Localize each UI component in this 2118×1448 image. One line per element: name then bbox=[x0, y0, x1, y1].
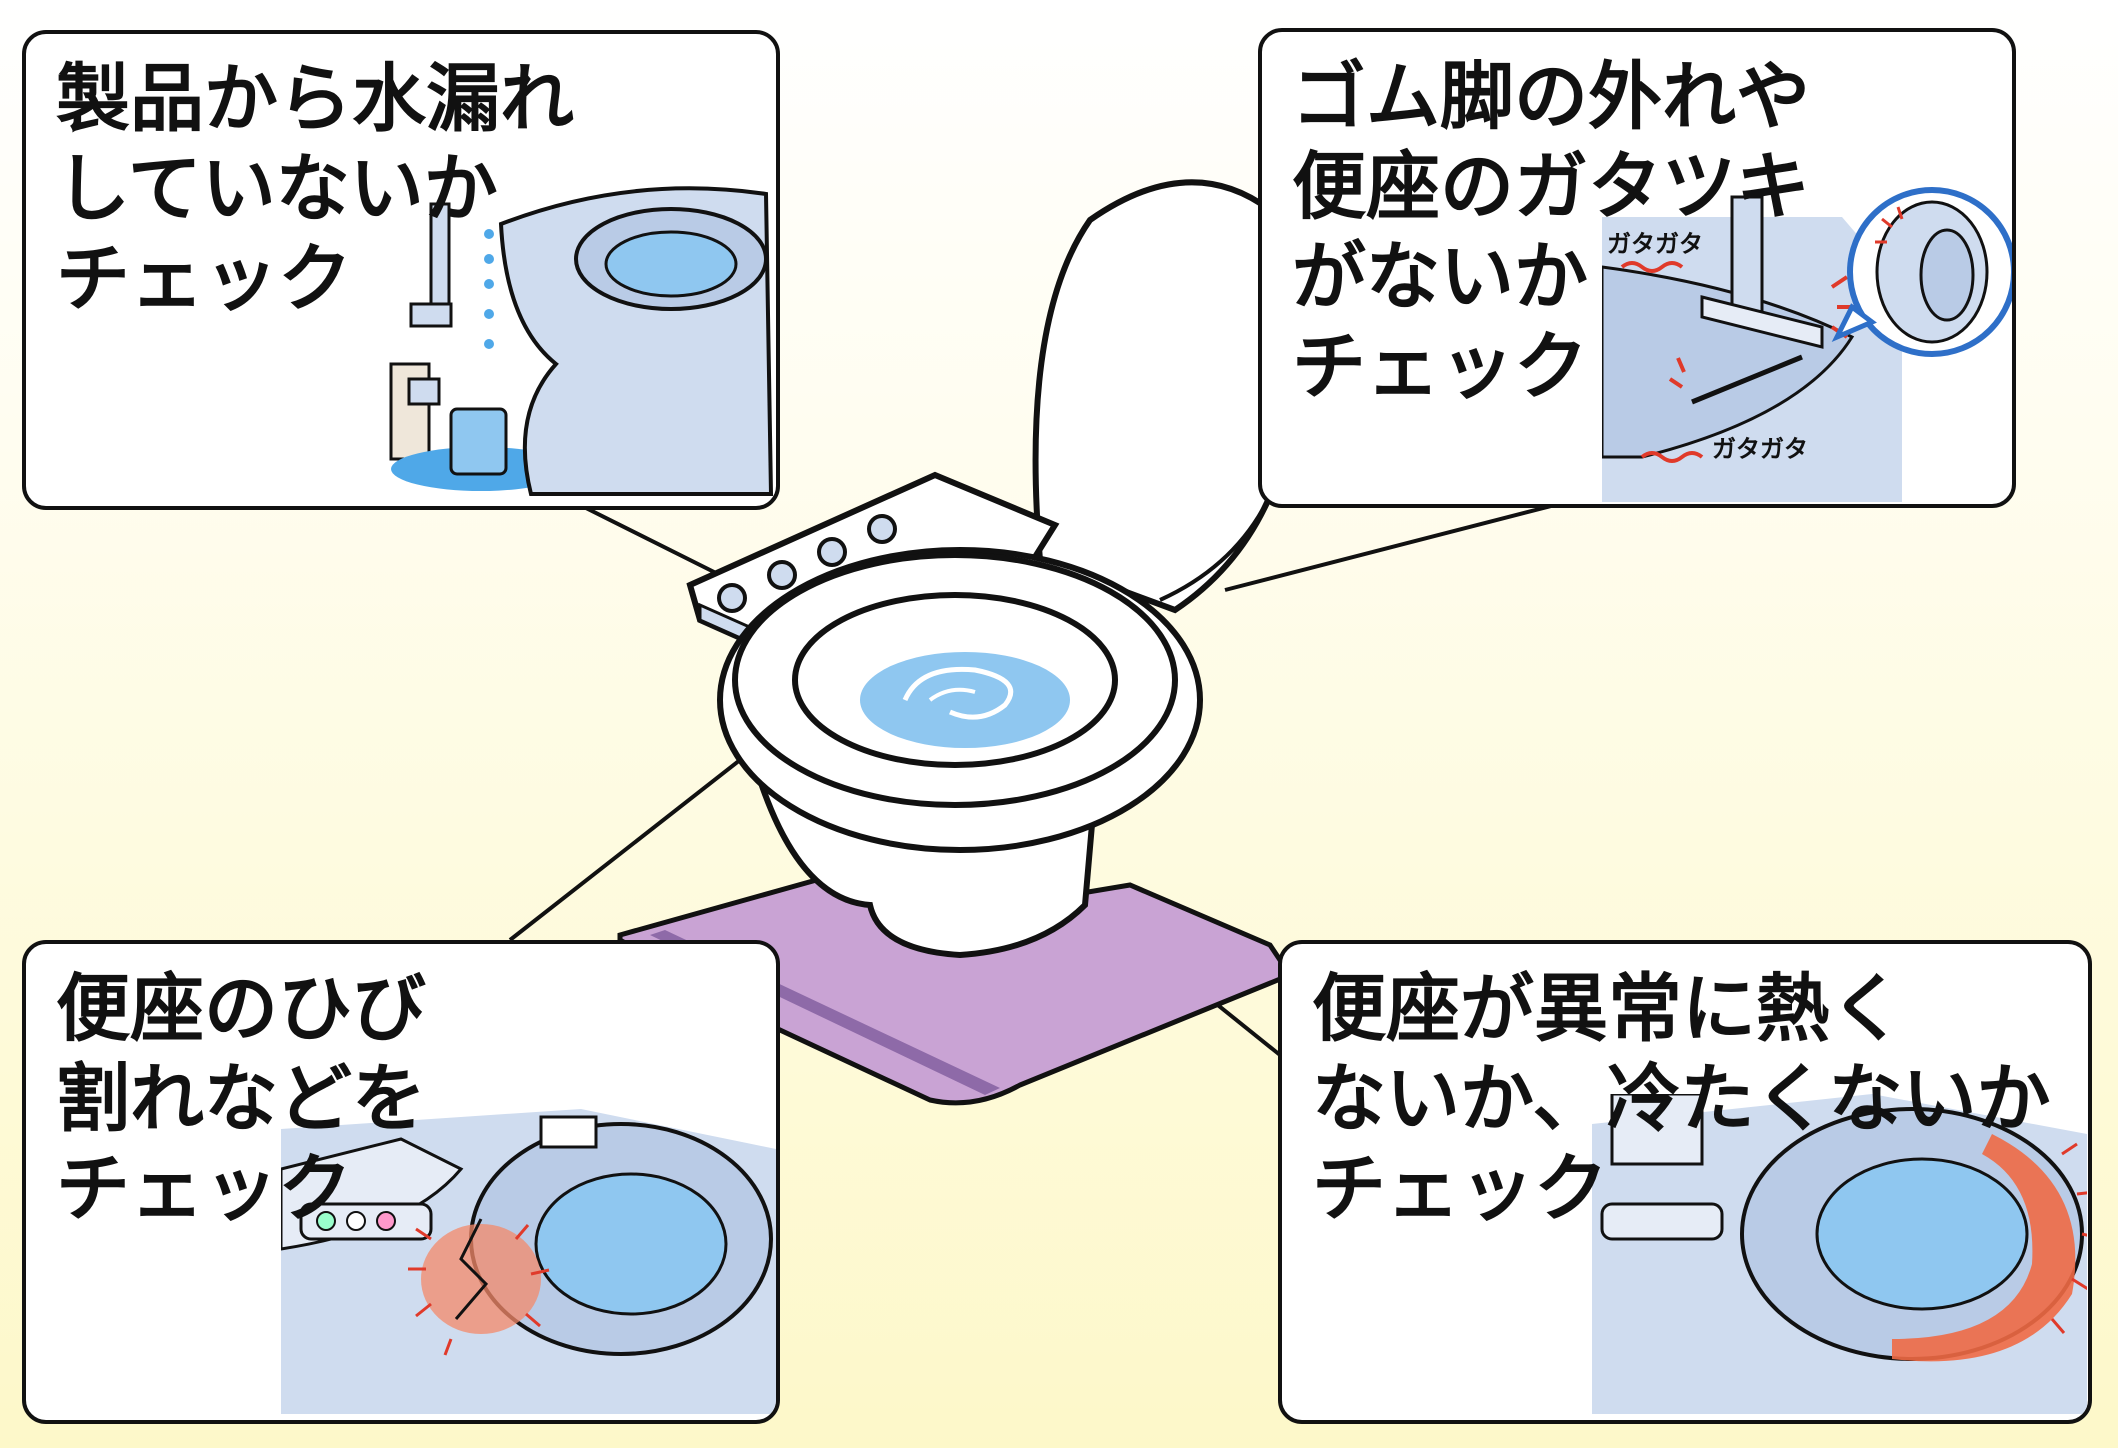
callout-water-leak: 製品から水漏れ していないか チェック bbox=[22, 30, 780, 510]
rattle-illustration: ガタガタ ガタガタ bbox=[1602, 187, 2012, 502]
heat-text: 便座が異常に熱く ないか、冷たくないか チェック bbox=[1312, 964, 2051, 1234]
rattle-line-2: 便座のガタツキ bbox=[1292, 144, 1810, 230]
rattle-text: ゴム脚の外れや 便座のガタツキ がないか チェック bbox=[1292, 52, 1810, 412]
leak-line-3: チェック bbox=[56, 236, 352, 322]
crack-illustration bbox=[281, 1109, 776, 1414]
crack-text: 便座のひび 割れなどを チェック bbox=[56, 964, 426, 1234]
toilet bbox=[686, 179, 1296, 959]
crack-line-2: 割れなどを bbox=[56, 1056, 426, 1142]
callout-seat-rattle: ガタガタ ガタガタ ゴム脚の外れや 便座のガタツキ がないか チェック bbox=[1258, 28, 2016, 508]
crack-line-1: 便座のひび bbox=[56, 966, 426, 1052]
rattle-line-3: がないか bbox=[1292, 234, 1588, 320]
heat-line-3: チェック bbox=[1312, 1146, 1608, 1232]
crack-line-3: チェック bbox=[56, 1146, 352, 1232]
rattle-line-1: ゴム脚の外れや bbox=[1292, 54, 1810, 140]
leak-line-2: していないか bbox=[56, 146, 498, 232]
leak-illustration bbox=[389, 186, 774, 496]
leak-line-1: 製品から水漏れ bbox=[56, 56, 574, 142]
callout-seat-crack: 便座のひび 割れなどを チェック bbox=[22, 940, 780, 1424]
heat-line-1: 便座が異常に熱く bbox=[1312, 966, 1904, 1052]
rattle-sound-label-2: ガタガタ bbox=[1712, 435, 1808, 463]
callout-seat-temperature: 便座が異常に熱く ないか、冷たくないか チェック bbox=[1278, 940, 2092, 1424]
leak-text: 製品から水漏れ していないか チェック bbox=[56, 54, 574, 324]
rattle-line-4: チェック bbox=[1292, 324, 1588, 410]
temperature-illustration bbox=[1592, 1094, 2087, 1414]
heat-line-2: ないか、冷たくないか bbox=[1312, 1056, 2051, 1142]
rattle-sound-label-1: ガタガタ bbox=[1607, 230, 1703, 258]
